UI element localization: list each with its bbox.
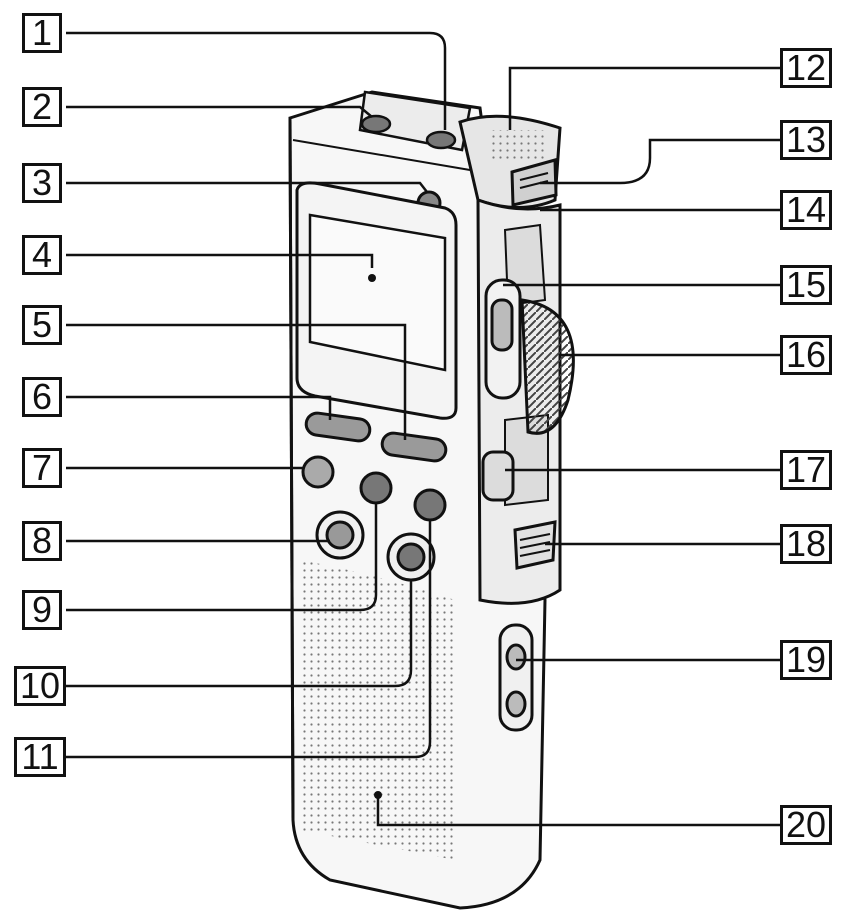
callout-15: 15 <box>780 265 832 305</box>
jog-dial <box>520 298 575 435</box>
top-cap <box>358 90 472 152</box>
volume-buttons <box>498 623 534 732</box>
jack-right-icon <box>425 130 457 150</box>
callout-16: 16 <box>780 335 832 375</box>
callout-8: 8 <box>22 521 62 561</box>
control-buttons <box>301 455 447 582</box>
callout-10: 10 <box>14 666 66 706</box>
callout-13: 13 <box>780 120 832 160</box>
callout-20: 20 <box>780 805 832 845</box>
callout-4: 4 <box>22 235 62 275</box>
menu-buttons <box>304 411 448 463</box>
side-slider <box>484 278 522 400</box>
callout-9: 9 <box>22 590 62 630</box>
side-button <box>481 450 515 502</box>
speaker-grille <box>300 560 455 860</box>
callout-17: 17 <box>780 450 832 490</box>
callout-1: 1 <box>22 13 62 53</box>
jack-left-icon <box>360 114 392 134</box>
callout-7: 7 <box>22 448 62 488</box>
microphone-head <box>458 114 562 209</box>
callout-14: 14 <box>780 190 832 230</box>
leader-lines <box>66 31 780 827</box>
lcd-display <box>295 181 458 420</box>
callout-3: 3 <box>22 163 62 203</box>
callout-6: 6 <box>22 377 62 417</box>
pointer-dots <box>368 274 382 799</box>
callout-12: 12 <box>780 48 832 88</box>
callout-11: 11 <box>14 737 66 777</box>
callout-5: 5 <box>22 305 62 345</box>
callout-18: 18 <box>780 524 832 564</box>
callout-19: 19 <box>780 640 832 680</box>
callout-2: 2 <box>22 87 62 127</box>
mic-tab-icon <box>510 158 558 207</box>
